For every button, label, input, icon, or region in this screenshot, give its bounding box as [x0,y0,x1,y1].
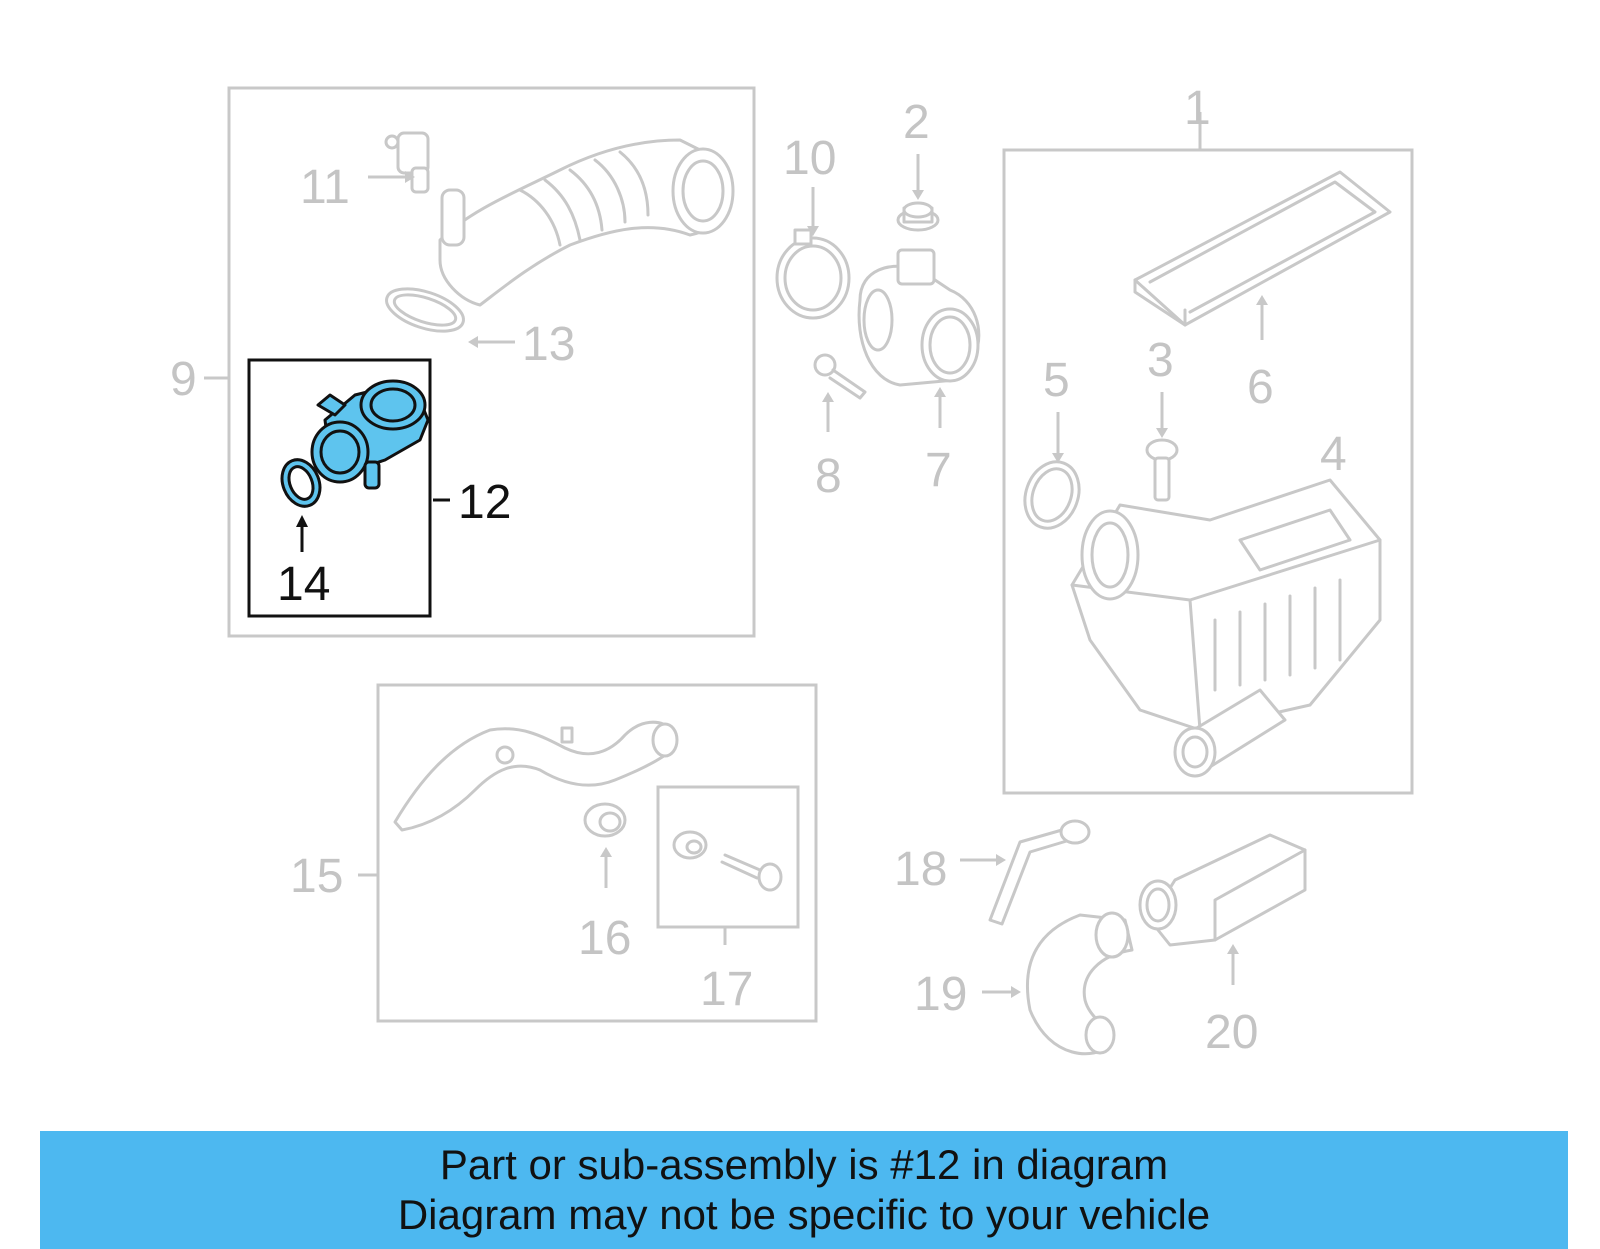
grommet-2-drawing[interactable] [896,201,940,232]
bolt-8-drawing[interactable] [813,353,867,400]
callout-17[interactable]: 17 [700,963,753,1016]
grommet-16-drawing[interactable] [583,802,627,838]
group-15: 15 16 17 [290,683,818,1023]
callout-11[interactable]: 11 [300,161,350,214]
intake-hose-drawing[interactable] [438,138,735,307]
callout-1[interactable]: 1 [1184,82,1211,135]
mass-air-flow-sensor-7-drawing[interactable] [857,248,981,387]
gasket-14[interactable] [275,454,326,512]
intake-tube-19-drawing[interactable] [1025,911,1134,1056]
callout-6[interactable]: 6 [1247,361,1274,414]
group-9-frame [227,86,756,638]
air-duct-20-drawing[interactable] [1138,833,1307,947]
bolt-3-drawing[interactable] [1145,438,1179,502]
group-12-frame [247,358,432,618]
callout-5[interactable]: 5 [1043,354,1070,407]
group-15-frame [376,683,818,1023]
banner-line-1: Part or sub-assembly is #12 in diagram [439,1141,1169,1188]
callout-16[interactable]: 16 [578,912,631,965]
callout-12[interactable]: 12 [458,476,511,529]
nut-and-bolt-17-drawing[interactable] [672,830,783,892]
callout-15[interactable]: 15 [290,850,343,903]
callout-9[interactable]: 9 [170,353,197,406]
group-9: 9 11 13 [170,86,756,638]
callout-2[interactable]: 2 [903,96,930,149]
air-cleaner-housing-4-drawing[interactable] [1070,478,1382,778]
parts-diagram: 9 11 13 [170,82,1414,1059]
group-12: 12 14 [247,358,511,618]
group-1: 1 6 3 5 4 [1002,82,1414,795]
group-17-frame [656,785,800,929]
callout-20[interactable]: 20 [1205,1006,1258,1059]
callout-8[interactable]: 8 [815,450,842,503]
callout-4[interactable]: 4 [1320,428,1347,481]
callout-7[interactable]: 7 [925,444,952,497]
banner-line-2: Diagram may not be specific to your vehi… [397,1191,1211,1238]
callout-10[interactable]: 10 [783,132,836,185]
breather-hose-15-drawing[interactable] [393,720,679,832]
callout-18[interactable]: 18 [894,843,947,896]
callout-19[interactable]: 19 [914,968,967,1021]
sensor-11-drawing[interactable] [384,131,430,194]
info-banner: Part or sub-assembly is #12 in diagram D… [40,1131,1568,1249]
pipe-18-drawing[interactable] [988,819,1091,926]
clamp-13-drawing[interactable] [381,281,468,340]
callout-13[interactable]: 13 [522,318,575,371]
seal-5-drawing[interactable] [1016,454,1088,536]
group-1-frame [1002,148,1414,795]
callout-3[interactable]: 3 [1147,334,1174,387]
callout-14[interactable]: 14 [277,558,330,611]
air-filter-lid-6-drawing[interactable] [1133,170,1392,327]
air-intake-housing-12[interactable] [310,379,430,490]
hose-clamp-10-drawing[interactable] [775,228,851,320]
